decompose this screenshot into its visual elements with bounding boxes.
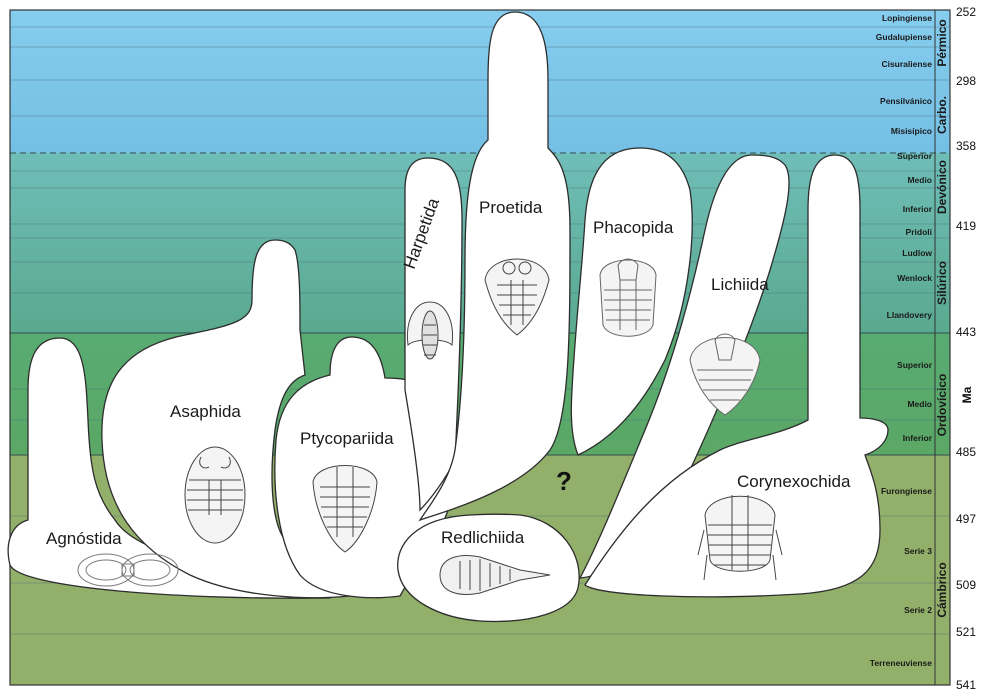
stage-label: Wenlock — [897, 273, 932, 283]
asaphida-illustration — [185, 447, 245, 543]
stage-label: Pensilvánico — [880, 96, 932, 106]
stage-label: Cisuraliense — [881, 59, 932, 69]
stage-label: Lopingiense — [882, 13, 932, 23]
age-label: 509 — [956, 578, 976, 592]
order-label-asaphida: Asaphida — [170, 402, 241, 421]
period-label-permian: Pérmico — [935, 19, 949, 66]
stage-label: Pridoli — [906, 227, 932, 237]
period-label-cambrian: Cámbrico — [935, 562, 949, 617]
age-label: 497 — [956, 512, 976, 526]
order-label-corynexochida: Corynexochida — [737, 472, 851, 491]
order-label-phacopida: Phacopida — [593, 218, 674, 237]
uncertain-marker: ? — [556, 466, 572, 496]
period-label-carboniferous: Carbo. — [935, 96, 949, 134]
stage-label: Gudalupiense — [876, 32, 932, 42]
period-label-silurian: Silúrico — [935, 261, 949, 305]
age-label: 419 — [956, 219, 976, 233]
stage-label: Serie 3 — [904, 546, 932, 556]
order-label-redlichiida: Redlichiida — [441, 528, 525, 547]
stage-label: Inferior — [903, 433, 933, 443]
age-label: 485 — [956, 445, 976, 459]
stage-label: Medio — [907, 399, 932, 409]
ma-unit-label: Ma — [960, 386, 974, 403]
age-label: 252 — [956, 5, 976, 19]
stage-label: Furongiense — [881, 486, 932, 496]
stage-label: Misisípico — [891, 126, 932, 136]
age-labels: 252 298 358 419 443 485 497 509 521 541 … — [956, 5, 976, 691]
stage-label: Medio — [907, 175, 932, 185]
period-label-ordovician: Ordovícico — [935, 374, 949, 437]
age-label: 298 — [956, 74, 976, 88]
stage-label: Superior — [897, 360, 933, 370]
age-label: 521 — [956, 625, 976, 639]
stage-label: Llandovery — [887, 310, 933, 320]
phacopida-illustration — [600, 259, 656, 336]
order-label-proetida: Proetida — [479, 198, 543, 217]
period-label-devonian: Devónico — [935, 160, 949, 214]
stage-label: Ludlow — [902, 248, 932, 258]
order-label-ptycopariida: Ptycopariida — [300, 429, 394, 448]
stage-label: Inferior — [903, 204, 933, 214]
age-label: 443 — [956, 325, 976, 339]
band-permian-carboniferous — [10, 10, 950, 153]
order-label-lichiida: Lichiida — [711, 275, 769, 294]
order-label-agnostida: Agnóstida — [46, 529, 122, 548]
stage-label: Serie 2 — [904, 605, 932, 615]
stage-label: Superior — [897, 151, 933, 161]
age-label: 541 — [956, 678, 976, 691]
age-label: 358 — [956, 139, 976, 153]
stage-label: Terreneuviense — [870, 658, 932, 668]
